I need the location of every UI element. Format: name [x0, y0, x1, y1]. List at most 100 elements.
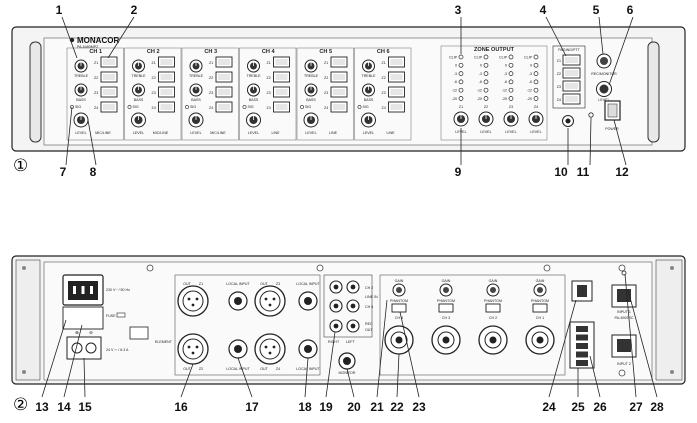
- zone-button-label: Z2: [94, 76, 98, 80]
- callout-leader: [598, 16, 604, 55]
- ground-terminal[interactable]: [129, 326, 149, 340]
- channel-mode-label: MIC/LINE: [95, 131, 111, 135]
- callout-leader: [180, 363, 194, 398]
- monitor-jack-hole: [565, 118, 571, 124]
- front-faceplate: [43, 37, 653, 146]
- xlr-pin-icon: [272, 345, 276, 349]
- level-label: LEVEL: [248, 131, 259, 135]
- zone-assign-button-face: [160, 104, 173, 110]
- sig-label: SIG: [248, 105, 254, 109]
- sig-label: SIG: [190, 105, 196, 109]
- callout-number: 6: [627, 3, 634, 17]
- meter-level-label: -20: [527, 97, 532, 101]
- rj45-port-icon: [617, 339, 631, 352]
- combo-jack-hole: [395, 336, 403, 344]
- treble-label: TREBLE: [74, 74, 89, 78]
- rca-ch2-label: CH 2: [365, 286, 373, 290]
- output-out-label: OUT: [260, 282, 268, 286]
- callout-number: 17: [245, 400, 259, 414]
- rca-jacks: [329, 280, 360, 333]
- xlr-pin-icon: [272, 297, 276, 301]
- zone-assign-button-face: [333, 104, 345, 110]
- rca-jack-hole: [350, 284, 356, 290]
- phantom-switch[interactable]: [532, 303, 548, 313]
- power-led: [588, 112, 594, 118]
- level-label: LEVEL: [305, 131, 316, 135]
- dc-terminal-plus[interactable]: [71, 342, 83, 354]
- meter-led: [508, 62, 514, 68]
- callout-number: 4: [540, 3, 547, 17]
- callout-number: 18: [298, 400, 312, 414]
- phantom-switch[interactable]: [391, 303, 407, 313]
- zone-assign-button-face: [218, 89, 230, 95]
- meter-led: [508, 71, 514, 76]
- pa-link-label: PA-4000RC: [615, 316, 634, 320]
- outputs-frame: [174, 274, 321, 376]
- zone-assign-button-face: [160, 59, 173, 65]
- bass-label: BASS: [134, 98, 144, 102]
- callout-number: 19: [319, 400, 333, 414]
- callout-leader: [624, 273, 637, 398]
- channel-frame: [239, 47, 297, 141]
- local-input-label: LOCAL INPUT: [226, 282, 250, 286]
- meter-level-label: -6: [504, 80, 507, 84]
- sig-label: SIG: [363, 105, 369, 109]
- zone-assign-button-face: [390, 74, 403, 80]
- level-label: LEVEL: [190, 131, 201, 135]
- fuse-label: FUSE: [106, 314, 116, 318]
- meter-led: [483, 62, 489, 68]
- output-out-label: OUT: [183, 282, 191, 286]
- callout-leader: [589, 355, 601, 398]
- combo-jack-hole: [489, 336, 497, 344]
- meter-led: [458, 71, 464, 76]
- fuse-icon: [116, 312, 126, 318]
- callout-leader: [325, 331, 336, 398]
- callout-leader: [627, 289, 658, 398]
- rear-monitor-jack-hole: [343, 357, 351, 365]
- level-label: LEVEL: [133, 131, 144, 135]
- front-panel-number: ①: [13, 156, 28, 175]
- screw-icon: [618, 369, 626, 377]
- screw-icon: [670, 266, 674, 270]
- phantom-label: PHANTOM: [531, 299, 549, 303]
- bass-label: BASS: [191, 98, 201, 102]
- gain-label: GAIN: [395, 279, 404, 283]
- zone-button-label: Z3: [267, 91, 271, 95]
- rca-ch6-label: CH 6: [365, 305, 373, 309]
- rca-out-label: OUT: [365, 328, 373, 332]
- xlr-pin-icon: [187, 345, 191, 349]
- rear-monitor-label: MONITOR: [339, 371, 356, 375]
- zone-assign-button-face: [333, 59, 345, 65]
- meter-level-label: -3: [529, 72, 532, 76]
- dc-terminal-minus[interactable]: [85, 342, 97, 354]
- zone-button-label: Z4: [152, 106, 156, 110]
- meter-level-label: CLIP: [524, 55, 533, 59]
- phantom-switch[interactable]: [438, 303, 454, 313]
- channel-mode-label: LINE: [272, 131, 281, 135]
- gain-label: GAIN: [489, 279, 498, 283]
- element-label: ELEMENT: [155, 340, 173, 344]
- treble-label: TREBLE: [362, 74, 377, 78]
- callout-leader: [589, 117, 592, 166]
- output-zone-label: Z4: [276, 367, 280, 371]
- level-label: LEVEL: [363, 131, 374, 135]
- front-panel: MONACOR PA-6480MPZ CH 1TREBLEBASSSIGLEVE…: [11, 26, 686, 152]
- meter-level-label: -3: [504, 72, 507, 76]
- meter-led: [508, 54, 514, 60]
- meter-level-label: -20: [502, 97, 507, 101]
- rec-monitor-title: REC/MONITOR: [591, 72, 617, 76]
- callout-number: 10: [554, 165, 568, 179]
- callout-number: 23: [412, 400, 426, 414]
- meter-led: [533, 96, 539, 101]
- control-terminal-block[interactable]: [569, 321, 595, 369]
- xlr-pin-icon: [268, 351, 272, 355]
- rca-line-label: LINE IN: [365, 295, 378, 299]
- rca-block: [323, 274, 373, 338]
- zone-output-section: ZONE OUTPUTCLIP0-3-6-12-20Z1LEVELCLIP0-3…: [440, 45, 548, 141]
- phantom-switch[interactable]: [485, 303, 501, 313]
- local-input-label: LOCAL INPUT: [226, 367, 250, 371]
- fuse-holder[interactable]: [62, 306, 104, 330]
